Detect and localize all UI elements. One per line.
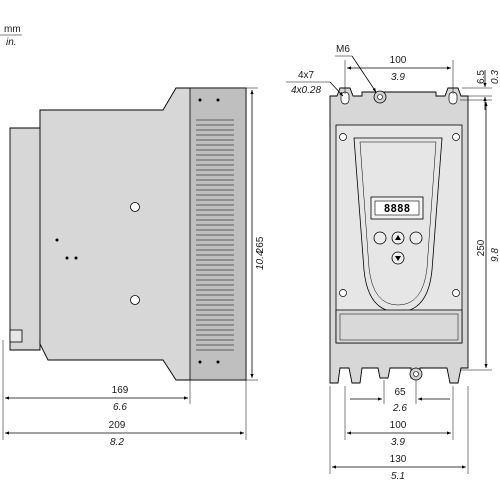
side-height-in: 10.4 — [255, 250, 266, 270]
keypad-oval-inner — [359, 141, 437, 306]
m6-label: M6 — [336, 44, 350, 55]
side-dot-4 — [198, 98, 202, 102]
bottom-screw-center — [413, 371, 419, 377]
hole-label-mm: 4x7 — [298, 70, 315, 81]
top-spacing-in: 3.9 — [391, 72, 405, 83]
bottom-hole-spacing-in: 3.9 — [391, 437, 405, 448]
unit-in: in. — [6, 37, 17, 48]
side-height-mm: 265 — [255, 236, 266, 253]
key-left — [373, 231, 387, 245]
m6-screw-center — [377, 94, 383, 100]
arrow-up-icon — [395, 235, 401, 240]
top-spacing-mm: 100 — [390, 55, 407, 66]
side-dot-7 — [216, 360, 220, 364]
keypad-oval — [353, 137, 443, 313]
side-total-mm: 209 — [109, 420, 126, 431]
top-offset-in: 0.3 — [490, 70, 500, 84]
terminal-cover-inner — [339, 313, 459, 341]
side-dot-1 — [55, 238, 59, 242]
front-view: 8888 M6 4x7 4x0.28 100 3.9 6.5 0.3 — [286, 44, 500, 482]
terminal-cover — [335, 309, 463, 344]
unit-mm: mm — [4, 24, 21, 35]
bottom-spacing-mm: 65 — [394, 387, 406, 398]
hole-height-in: 9.8 — [490, 248, 500, 262]
side-view: 265 10.4 169 6.6 209 8.2 — [2, 87, 266, 448]
m6-leader — [351, 55, 377, 93]
side-total-in: 8.2 — [110, 437, 124, 448]
side-heatsink — [189, 87, 247, 381]
bottom-spacing-in: 2.6 — [392, 403, 407, 414]
hole-height-mm: 250 — [476, 239, 487, 256]
side-width-in: 6.6 — [113, 402, 127, 413]
front-width-mm: 130 — [390, 454, 407, 465]
side-dot-5 — [216, 98, 220, 102]
side-heatsink-fins — [196, 119, 234, 351]
side-dot-6 — [198, 360, 202, 364]
hole-leader — [329, 81, 344, 97]
units-legend: mm in. — [0, 24, 22, 48]
front-hole-bl — [339, 289, 347, 297]
side-hole-lower — [130, 295, 140, 305]
key-right — [409, 231, 423, 245]
front-hole-tl — [339, 133, 347, 141]
side-hole-upper — [130, 202, 140, 212]
top-offset-mm: 6.5 — [476, 70, 487, 84]
display-digits: 8888 — [384, 202, 411, 215]
side-dot-3 — [74, 256, 78, 260]
side-dot-2 — [65, 256, 69, 260]
display-screen — [374, 200, 420, 216]
bottom-hole-spacing-mm: 100 — [390, 420, 407, 431]
side-rear-tab — [9, 329, 23, 343]
front-hole-tr — [452, 133, 460, 141]
front-width-in: 5.1 — [391, 471, 405, 482]
arrow-down-icon — [395, 256, 401, 261]
side-width-mm: 169 — [112, 385, 129, 396]
hole-label-in: 4x0.28 — [291, 85, 321, 96]
front-hole-br — [452, 289, 460, 297]
